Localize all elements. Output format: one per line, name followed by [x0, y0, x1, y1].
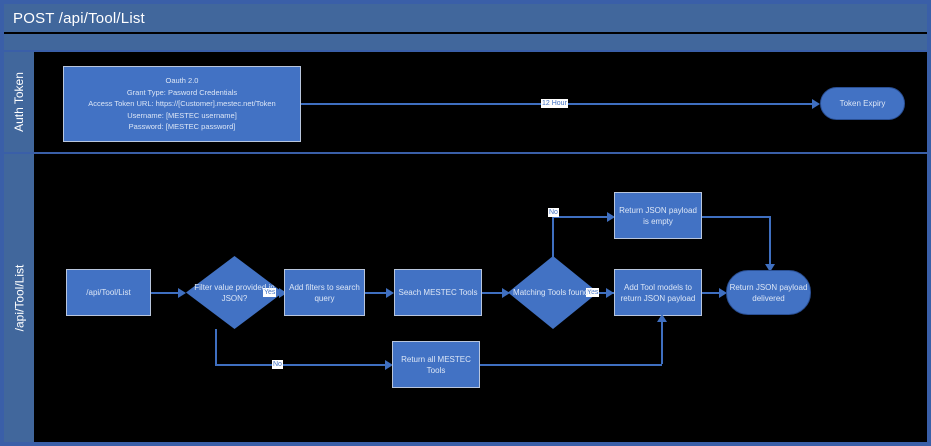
node-return-json-empty-label: Return JSON payload is empty	[619, 205, 697, 226]
arrow-returnall-to-models	[657, 314, 667, 322]
arrow-filters-to-search	[386, 288, 394, 298]
connector-returnall-to-models-v	[661, 321, 663, 364]
frame-left	[0, 0, 4, 446]
node-delivered-label: Return JSON payload delivered	[729, 282, 808, 303]
connector-filter-no-vertical	[215, 329, 217, 365]
connector-empty-to-delivered-h	[702, 216, 770, 218]
node-add-tool-models[interactable]: Add Tool models to return JSON payload	[614, 269, 702, 316]
oauth-line-2: Grant Type: Pasword Credentials	[126, 87, 238, 97]
connector-matching-no-horizontal	[552, 216, 609, 218]
swimlane-auth-token-text: Auth Token	[12, 72, 27, 132]
arrow-empty-to-delivered	[765, 264, 775, 272]
connector-models-to-delivered	[702, 292, 724, 294]
connector-matching-no-vertical	[552, 216, 554, 258]
arrow-oauth-to-expiry	[812, 99, 820, 109]
lane-separator-middle	[0, 152, 931, 154]
frame-right	[927, 0, 931, 446]
arrow-models-to-delivered	[719, 288, 727, 298]
swimlane-api-tool-list-text: /api/Tool/List	[12, 264, 27, 332]
arrow-filter-no	[385, 360, 393, 370]
connector-filters-to-search	[365, 292, 389, 294]
node-start-label: /api/Tool/List	[86, 288, 131, 297]
arrow-matching-yes	[606, 288, 614, 298]
node-return-json-delivered[interactable]: Return JSON payload delivered	[726, 270, 811, 315]
connector-returnall-to-models-h	[480, 364, 662, 366]
node-add-filters[interactable]: Add filters to search query	[284, 269, 365, 316]
connector-filter-no-horizontal	[215, 364, 387, 366]
frame-top	[0, 0, 931, 4]
node-token-expiry[interactable]: Token Expiry	[820, 87, 905, 120]
edge-label-12-hour: 12 Hour	[541, 99, 568, 108]
edge-label-matching-yes: Yes	[586, 288, 600, 297]
oauth-line-3: Access Token URL: https://[Customer].mes…	[88, 99, 276, 109]
oauth-line-5: Password: [MESTEC password]	[128, 122, 236, 132]
edge-label-matching-no: No	[548, 208, 559, 217]
node-search-mestec-tools[interactable]: Seach MESTEC Tools	[394, 269, 482, 316]
connector-empty-to-delivered-v	[769, 216, 771, 266]
title-subbar	[4, 34, 927, 50]
node-oauth-config[interactable]: Oauth 2.0 Grant Type: Pasword Credential…	[63, 66, 301, 142]
node-return-json-empty[interactable]: Return JSON payload is empty	[614, 192, 702, 239]
lane-separator-top	[0, 50, 931, 52]
node-add-tool-models-label: Add Tool models to return JSON payload	[620, 282, 696, 303]
arrow-filter-yes	[279, 288, 287, 298]
swimlane-label-api-tool-list: /api/Tool/List	[4, 154, 34, 442]
node-api-tool-list-start[interactable]: /api/Tool/List	[66, 269, 151, 316]
swimlane-label-auth-token: Auth Token	[4, 52, 34, 152]
edge-label-filter-yes: Yes	[263, 288, 277, 297]
oauth-line-1: Oauth 2.0	[165, 76, 199, 86]
arrow-start-to-filter	[178, 288, 186, 298]
arrow-search-to-matching	[502, 288, 510, 298]
page-title: POST /api/Tool/List	[13, 9, 145, 27]
node-filter-decision[interactable]: Filter value provided in JSON?	[186, 256, 283, 329]
node-token-expiry-label: Token Expiry	[839, 99, 886, 108]
node-return-all-label: Return all MESTEC Tools	[401, 354, 471, 375]
node-filter-decision-label: Filter value provided in JSON?	[194, 282, 275, 303]
connector-start-to-filter	[151, 292, 179, 294]
oauth-line-4: Username: [MESTEC username]	[127, 110, 237, 120]
node-matching-decision[interactable]: Matching Tools found?	[508, 256, 598, 329]
node-matching-decision-label: Matching Tools found?	[513, 288, 593, 297]
node-add-filters-label: Add filters to search query	[289, 282, 360, 303]
diagram-title-bar: POST /api/Tool/List	[4, 4, 927, 32]
edge-label-filter-no: No	[272, 360, 283, 369]
node-search-label: Seach MESTEC Tools	[398, 288, 478, 297]
node-return-all-tools[interactable]: Return all MESTEC Tools	[392, 341, 480, 388]
connector-search-to-matching	[482, 292, 504, 294]
frame-bottom	[0, 442, 931, 446]
arrow-matching-no	[607, 212, 615, 222]
